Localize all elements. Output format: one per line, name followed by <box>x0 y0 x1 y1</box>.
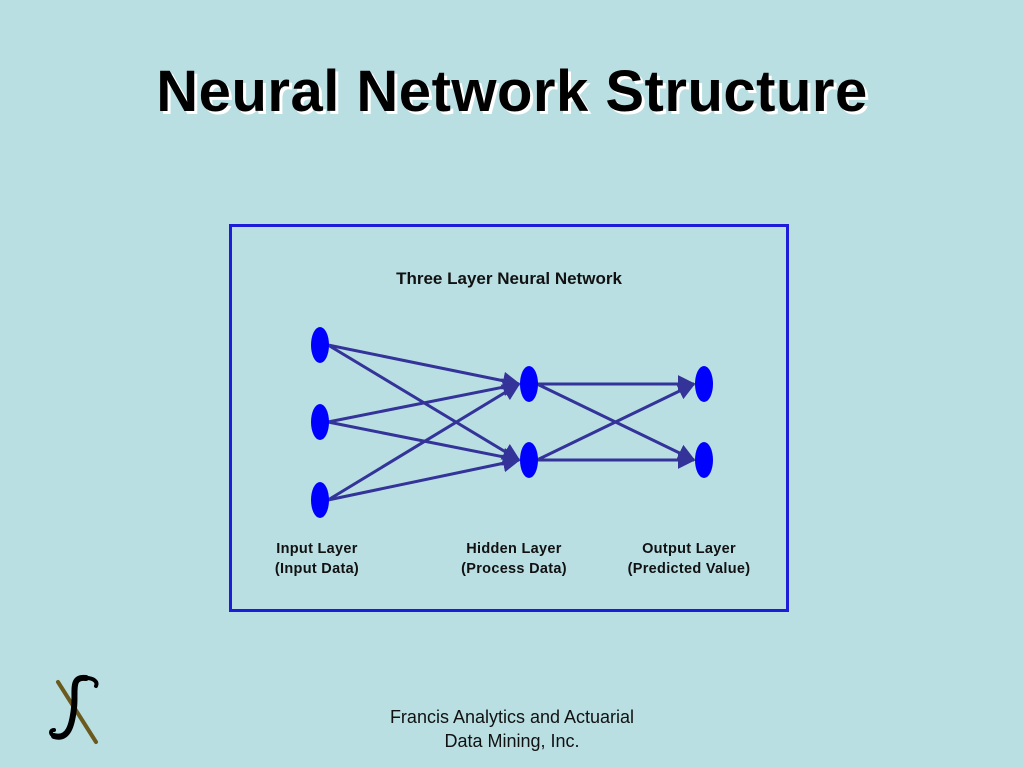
edge-input-3-to-hidden-2 <box>327 454 521 502</box>
edge-input-1-to-hidden-1 <box>327 343 521 390</box>
edge-hidden-2-to-output-1 <box>536 382 696 462</box>
edge-input-3-to-hidden-1 <box>327 382 521 502</box>
output-node-1 <box>695 366 713 402</box>
hidden-node-1 <box>520 366 538 402</box>
hidden-layer-label: Hidden Layer (Process Data) <box>424 539 604 579</box>
diagram-frame: Three Layer Neural Network Input Layer (… <box>229 224 789 612</box>
output-layer-label: Output Layer (Predicted Value) <box>599 539 779 579</box>
footer-company: Francis Analytics and Actuarial Data Min… <box>312 705 712 753</box>
input-layer-label: Input Layer (Input Data) <box>227 539 407 579</box>
input-node-1 <box>311 327 329 363</box>
input-node-2 <box>311 404 329 440</box>
diagram-title: Three Layer Neural Network <box>396 269 622 288</box>
input-layer-name: Input Layer <box>276 541 358 557</box>
footer-line-1: Francis Analytics and Actuarial <box>389 707 635 727</box>
output-layer-desc: (Predicted Value) <box>627 561 751 577</box>
input-layer-desc: (Input Data) <box>274 561 360 577</box>
slide-title: Neural Network Structure <box>156 59 868 124</box>
hidden-node-2 <box>520 442 538 478</box>
output-node-2 <box>695 442 713 478</box>
edge-input-2-to-hidden-1 <box>327 378 521 424</box>
hidden-layer-desc: (Process Data) <box>461 561 567 577</box>
footer-line-2: Data Mining, Inc. <box>444 731 580 751</box>
hidden-layer-name: Hidden Layer <box>466 541 562 557</box>
network-diagram <box>311 327 713 518</box>
input-node-3 <box>311 482 329 518</box>
output-layer-name: Output Layer <box>642 541 736 557</box>
integral-pickaxe-logo <box>49 674 99 744</box>
